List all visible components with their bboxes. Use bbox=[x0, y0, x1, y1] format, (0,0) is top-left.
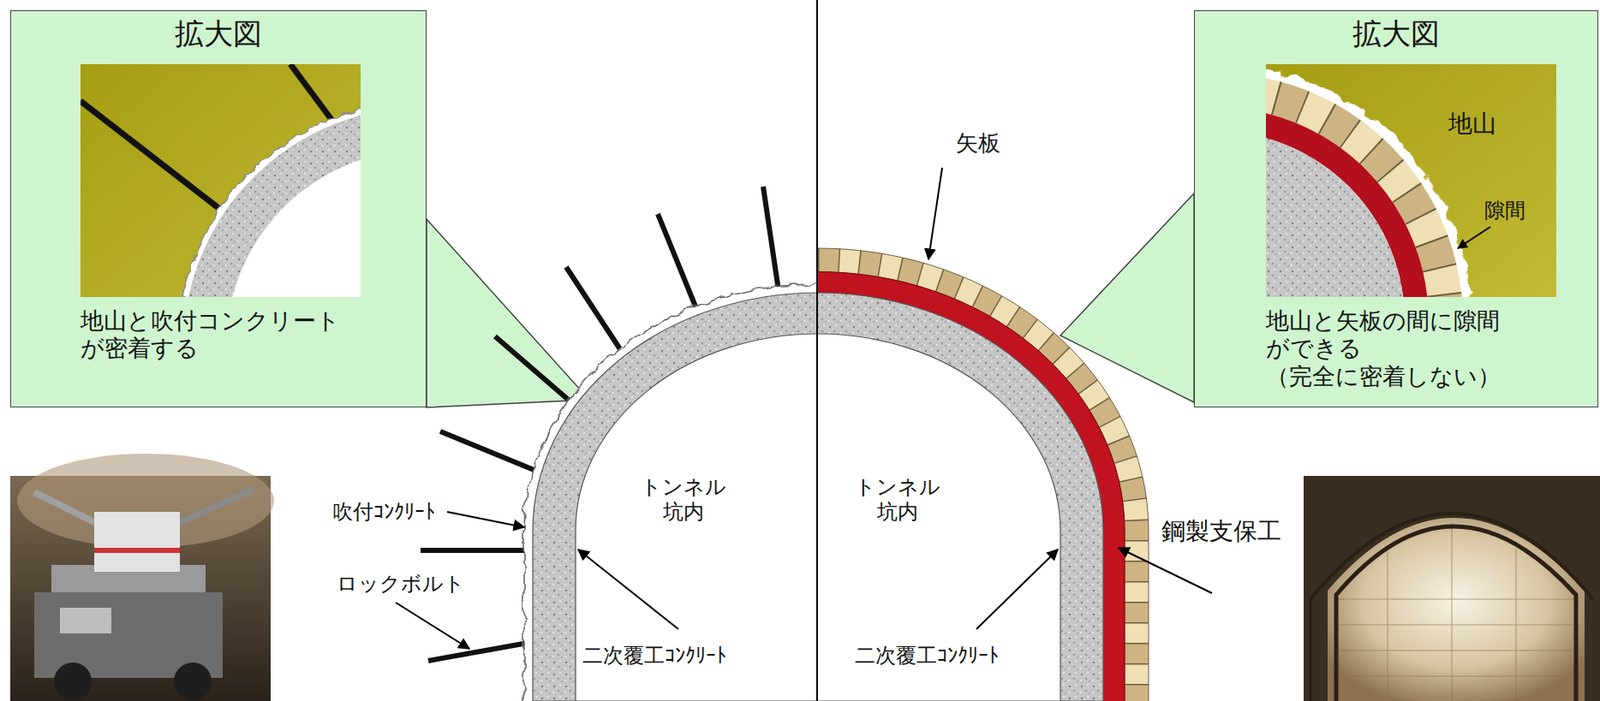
callout-wedge bbox=[426, 219, 590, 408]
area-label: トンネル 坑内 bbox=[638, 475, 729, 526]
part-label: 隙間 bbox=[1484, 198, 1526, 224]
lagging-photo bbox=[1303, 476, 1600, 701]
callout-heading: 拡大図 bbox=[11, 16, 426, 52]
part-label: 吹付ｺﾝｸﾘｰﾄ bbox=[332, 500, 436, 526]
callout-text: 地山と矢板の間に隙間 ができる （完全に密着しない） bbox=[1265, 307, 1511, 391]
machine-photo bbox=[10, 453, 275, 701]
part-label: ロックボルト bbox=[336, 572, 466, 598]
magnified-shotcrete bbox=[80, 64, 361, 298]
leader-lines bbox=[395, 167, 1212, 650]
magnified-lagging bbox=[1265, 64, 1557, 298]
area-label: トンネル 坑内 bbox=[852, 475, 944, 526]
callout-box: 拡大図地山と吹付コンクリート が密着する bbox=[10, 10, 427, 408]
part-label: 二次覆工ｺﾝｸﾘｰﾄ bbox=[854, 644, 999, 669]
part-label: 矢板 bbox=[955, 130, 1001, 157]
divider-line bbox=[816, 0, 818, 701]
callout-heading: 拡大図 bbox=[1194, 16, 1598, 52]
part-label: 鋼製支保工 bbox=[1161, 517, 1282, 547]
part-label: 地山 bbox=[1448, 109, 1497, 139]
part-label: 二次覆工ｺﾝｸﾘｰﾄ bbox=[582, 644, 727, 669]
callout-box: 拡大図地山と矢板の間に隙間 ができる （完全に密着しない） bbox=[1194, 10, 1599, 408]
callout-text: 地山と吹付コンクリート が密着する bbox=[80, 307, 345, 364]
